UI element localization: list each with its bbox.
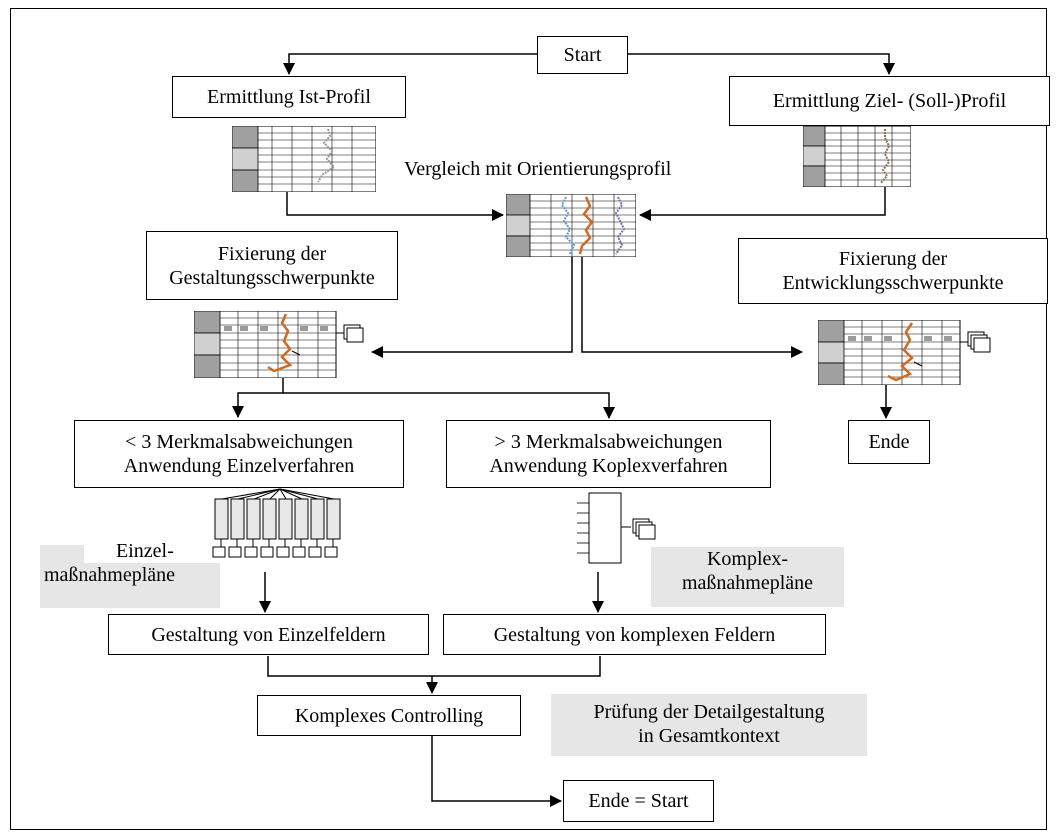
pruefung-line1: Prüfung der Detailgestaltung <box>593 701 825 723</box>
einzel-line2: maßnahmepläne <box>44 564 176 586</box>
komplexverfahren-table-icon <box>577 492 656 564</box>
ende-node: Ende <box>848 420 930 464</box>
ist-to-vergleich-connector <box>286 192 504 221</box>
gestaltung-einzelfelder-label: Gestaltung von Einzelfeldern <box>151 623 386 646</box>
pruefung-line2: in Gesamtkontext <box>638 725 780 747</box>
more-than-3-line2: Anwendung Koplexverfahren <box>489 455 728 477</box>
less-than-3-line2: Anwendung Einzelverfahren <box>123 455 355 477</box>
fixierung-entwicklung-line1: Fixierung der <box>838 248 948 270</box>
fixierung-entwicklung-line2: Entwicklungsschwerpunkte <box>782 272 1004 294</box>
einzelverfahren-columns-icon <box>212 488 341 558</box>
vergleich-to-gestaltung-connector <box>371 257 573 358</box>
fixierung-gestaltung-node: Fixierung der Gestaltungsschwerpunkte <box>146 231 398 300</box>
gestaltung-split-connector <box>232 378 284 418</box>
komplex-massnahmeplaene-label: Komplex- maßnahmepläne <box>651 547 844 607</box>
controlling-label: Komplexes Controlling <box>294 704 484 727</box>
controlling-to-ende-start-connector <box>431 736 562 807</box>
controlling-node: Komplexes Controlling <box>257 695 521 736</box>
merge-to-controlling-connector <box>267 656 601 677</box>
fixierung-gestaltung-line2: Gestaltungsschwerpunkte <box>169 266 375 289</box>
einzel-line1: Einzel- <box>84 539 226 563</box>
ziel-to-vergleich-connector <box>639 187 886 221</box>
ist-profil-grid-icon <box>232 126 376 192</box>
gestaltung-komplex-label: Gestaltung von komplexen Feldern <box>493 623 776 646</box>
start-node: Start <box>537 36 628 74</box>
start-right-connector <box>628 53 895 75</box>
more-than-3-node: > 3 Merkmalsabweichungen Anwendung Kople… <box>446 420 771 488</box>
start-label: Start <box>563 44 602 66</box>
fixierung-gestaltung-line1: Fixierung der <box>217 242 327 265</box>
ende-start-node: Ende = Start <box>563 780 714 822</box>
vergleich-grid-icon <box>506 194 636 257</box>
ende-start-label: Ende = Start <box>588 790 689 812</box>
vergleich-label: Vergleich mit Orientierungsprofil <box>404 158 672 180</box>
ist-profil-node: Ermittlung Ist-Profil <box>172 76 406 118</box>
einzel-massnahmeplaene-label: Einzel- maßnahmepläne <box>40 539 226 608</box>
ist-profil-label: Ermittlung Ist-Profil <box>207 86 371 108</box>
komplex-line2: maßnahmepläne <box>681 572 814 594</box>
komplex-line1: Komplex- <box>706 548 789 570</box>
ziel-profil-node: Ermittlung Ziel- (Soll-)Profil <box>729 76 1050 126</box>
ziel-profil-label: Ermittlung Ziel- (Soll-)Profil <box>772 90 1007 112</box>
more-than-3-line1: > 3 Merkmalsabweichungen <box>494 431 723 453</box>
gestaltung-komplex-node: Gestaltung von komplexen Feldern <box>443 614 826 655</box>
vergleich-to-entwicklung-connector <box>581 257 803 358</box>
start-left-connector <box>283 53 537 75</box>
diagram-frame <box>10 8 1047 830</box>
fixierung-entwicklung-node: Fixierung der Entwicklungsschwerpunkte <box>738 238 1048 304</box>
pruefung-label: Prüfung der Detailgestaltung in Gesamtko… <box>551 694 867 756</box>
gestaltung-einzelfelder-node: Gestaltung von Einzelfeldern <box>108 614 429 655</box>
less-than-3-line1: < 3 Merkmalsabweichungen <box>125 431 353 453</box>
gestaltung-grid-icon <box>194 311 364 378</box>
entwicklung-grid-icon <box>818 320 991 385</box>
ende-label: Ende <box>868 431 910 453</box>
ziel-profil-grid-icon <box>803 126 911 187</box>
less-than-3-node: < 3 Merkmalsabweichungen Anwendung Einze… <box>74 420 404 488</box>
